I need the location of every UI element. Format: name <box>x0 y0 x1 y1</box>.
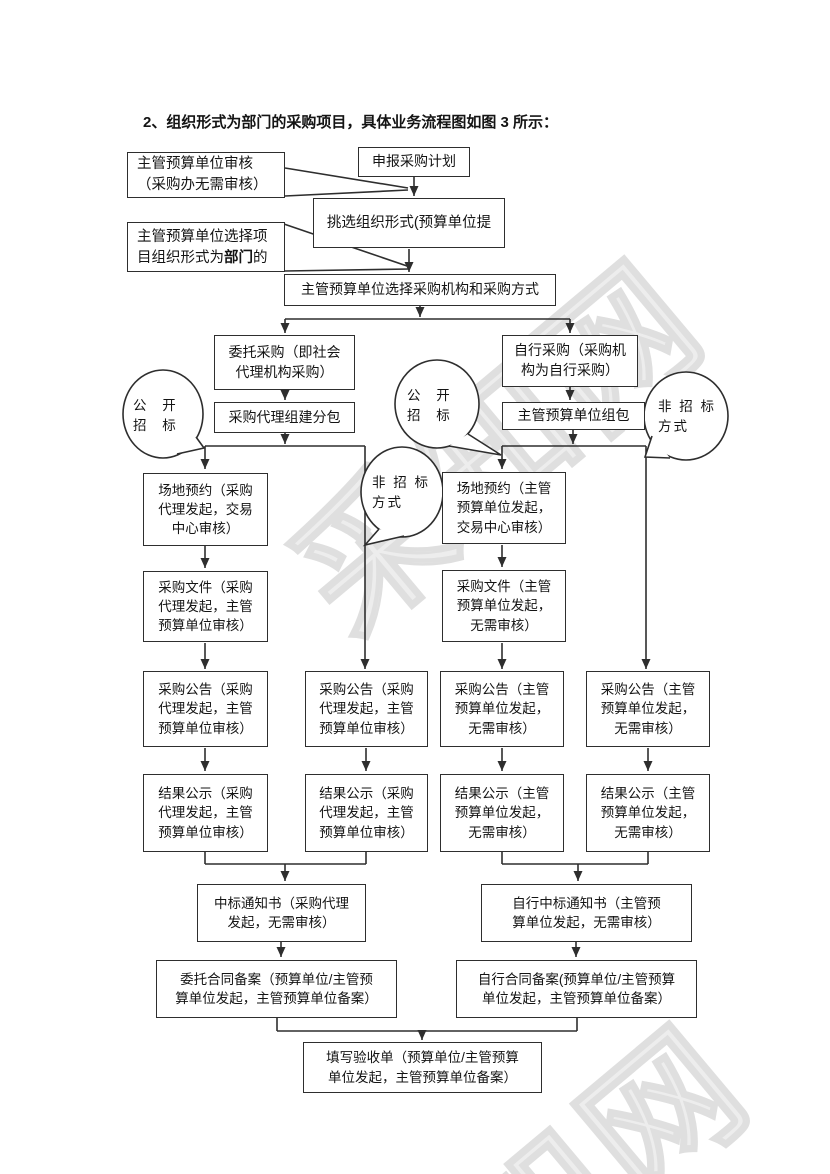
node-col3-notice: 采购公告（主管 预算单位发起， 无需审核） <box>440 671 564 747</box>
bubble-open-bid-left-tail <box>176 436 206 455</box>
node-entrusted-procurement: 委托采购（即社会 代理机构采购） <box>214 335 355 390</box>
node-col4-result: 结果公示（主管 预算单位发起， 无需审核） <box>586 774 710 852</box>
node-agency-package: 采购代理组建分包 <box>214 402 355 433</box>
node-col1-venue: 场地预约（采购 代理发起，交易 中心审核） <box>143 473 268 546</box>
callout-choose-dept-bold: 部门 <box>224 250 253 267</box>
page-title: 2、组织形式为部门的采购项目，具体业务流程图如图 3 所示： <box>143 114 559 131</box>
callout-choose-dept: 主管预算单位选择项 目组织形式为部门的 <box>127 222 285 272</box>
node-col1-notice: 采购公告（采购 代理发起，主管 预算单位审核） <box>143 671 268 747</box>
node-col1-document: 采购文件（采购 代理发起，主管 预算单位审核） <box>143 571 268 642</box>
node-declare-plan: 申报采购计划 <box>358 147 470 177</box>
node-entrust-contract-record: 委托合同备案（预算单位/主管预 算单位发起，主管预算单位备案） <box>156 960 397 1018</box>
node-col3-document: 采购文件（主管 预算单位发起， 无需审核） <box>442 570 566 642</box>
bubble-non-bid-mid-tail <box>362 528 405 547</box>
node-col3-venue: 场地预约（主管 预算单位发起， 交易中心审核） <box>442 472 566 544</box>
bubble-open-bid-mid <box>394 359 480 449</box>
bubble-label-open-bid-mid: 公 开 招 标 <box>407 388 456 424</box>
node-col1-result: 结果公示（采购 代理发起，主管 预算单位审核） <box>143 774 268 852</box>
bubble-open-bid-mid-tail <box>448 433 502 456</box>
node-self-award-notice: 自行中标通知书（主管预 算单位发起，无需审核） <box>481 884 692 942</box>
callout-choose-dept-tail: 的 <box>253 250 268 267</box>
node-main-unit-package: 主管预算单位组包 <box>502 402 645 430</box>
node-col2-notice: 采购公告（采购 代理发起，主管 预算单位审核） <box>305 671 428 747</box>
node-self-procurement: 自行采购（采购机 构为自行采购） <box>502 335 638 387</box>
node-pick-org-form: 挑选组织形式(预算单位提 <box>313 198 505 248</box>
bubble-label-non-bid-mid: 非 招 标 方式 <box>372 475 431 511</box>
node-col2-result: 结果公示（采购 代理发起，主管 预算单位审核） <box>305 774 428 852</box>
bubble-label-open-bid-left: 公 开 招 标 <box>133 398 182 434</box>
node-self-contract-record: 自行合同备案(预算单位/主管预算 单位发起，主管预算单位备案） <box>456 960 697 1018</box>
callout1-pointer <box>284 167 409 189</box>
node-select-agency-method: 主管预算单位选择采购机构和采购方式 <box>284 274 556 306</box>
bubble-non-bid-right-tail <box>643 435 671 459</box>
speech-bubbles <box>122 359 729 547</box>
callout1-pointer <box>284 189 409 197</box>
node-col4-notice: 采购公告（主管 预算单位发起， 无需审核） <box>586 671 710 747</box>
callout2-pointer <box>284 268 411 272</box>
callout-review: 主管预算单位审核 （采购办无需审核） <box>127 152 285 198</box>
bubble-open-bid-left <box>122 369 204 459</box>
connector-lines <box>200 167 653 1040</box>
bubble-label-non-bid-right: 非 招 标 方式 <box>658 399 717 435</box>
node-award-notice: 中标通知书（采购代理 发起，无需审核） <box>197 884 366 942</box>
node-col3-result: 结果公示（主管 预算单位发起， 无需审核） <box>440 774 564 852</box>
callout-choose-dept-text: 主管预算单位选择项 目组织形式为 <box>137 229 268 267</box>
node-acceptance-form: 填写验收单（预算单位/主管预算 单位发起，主管预算单位备案） <box>303 1042 542 1093</box>
